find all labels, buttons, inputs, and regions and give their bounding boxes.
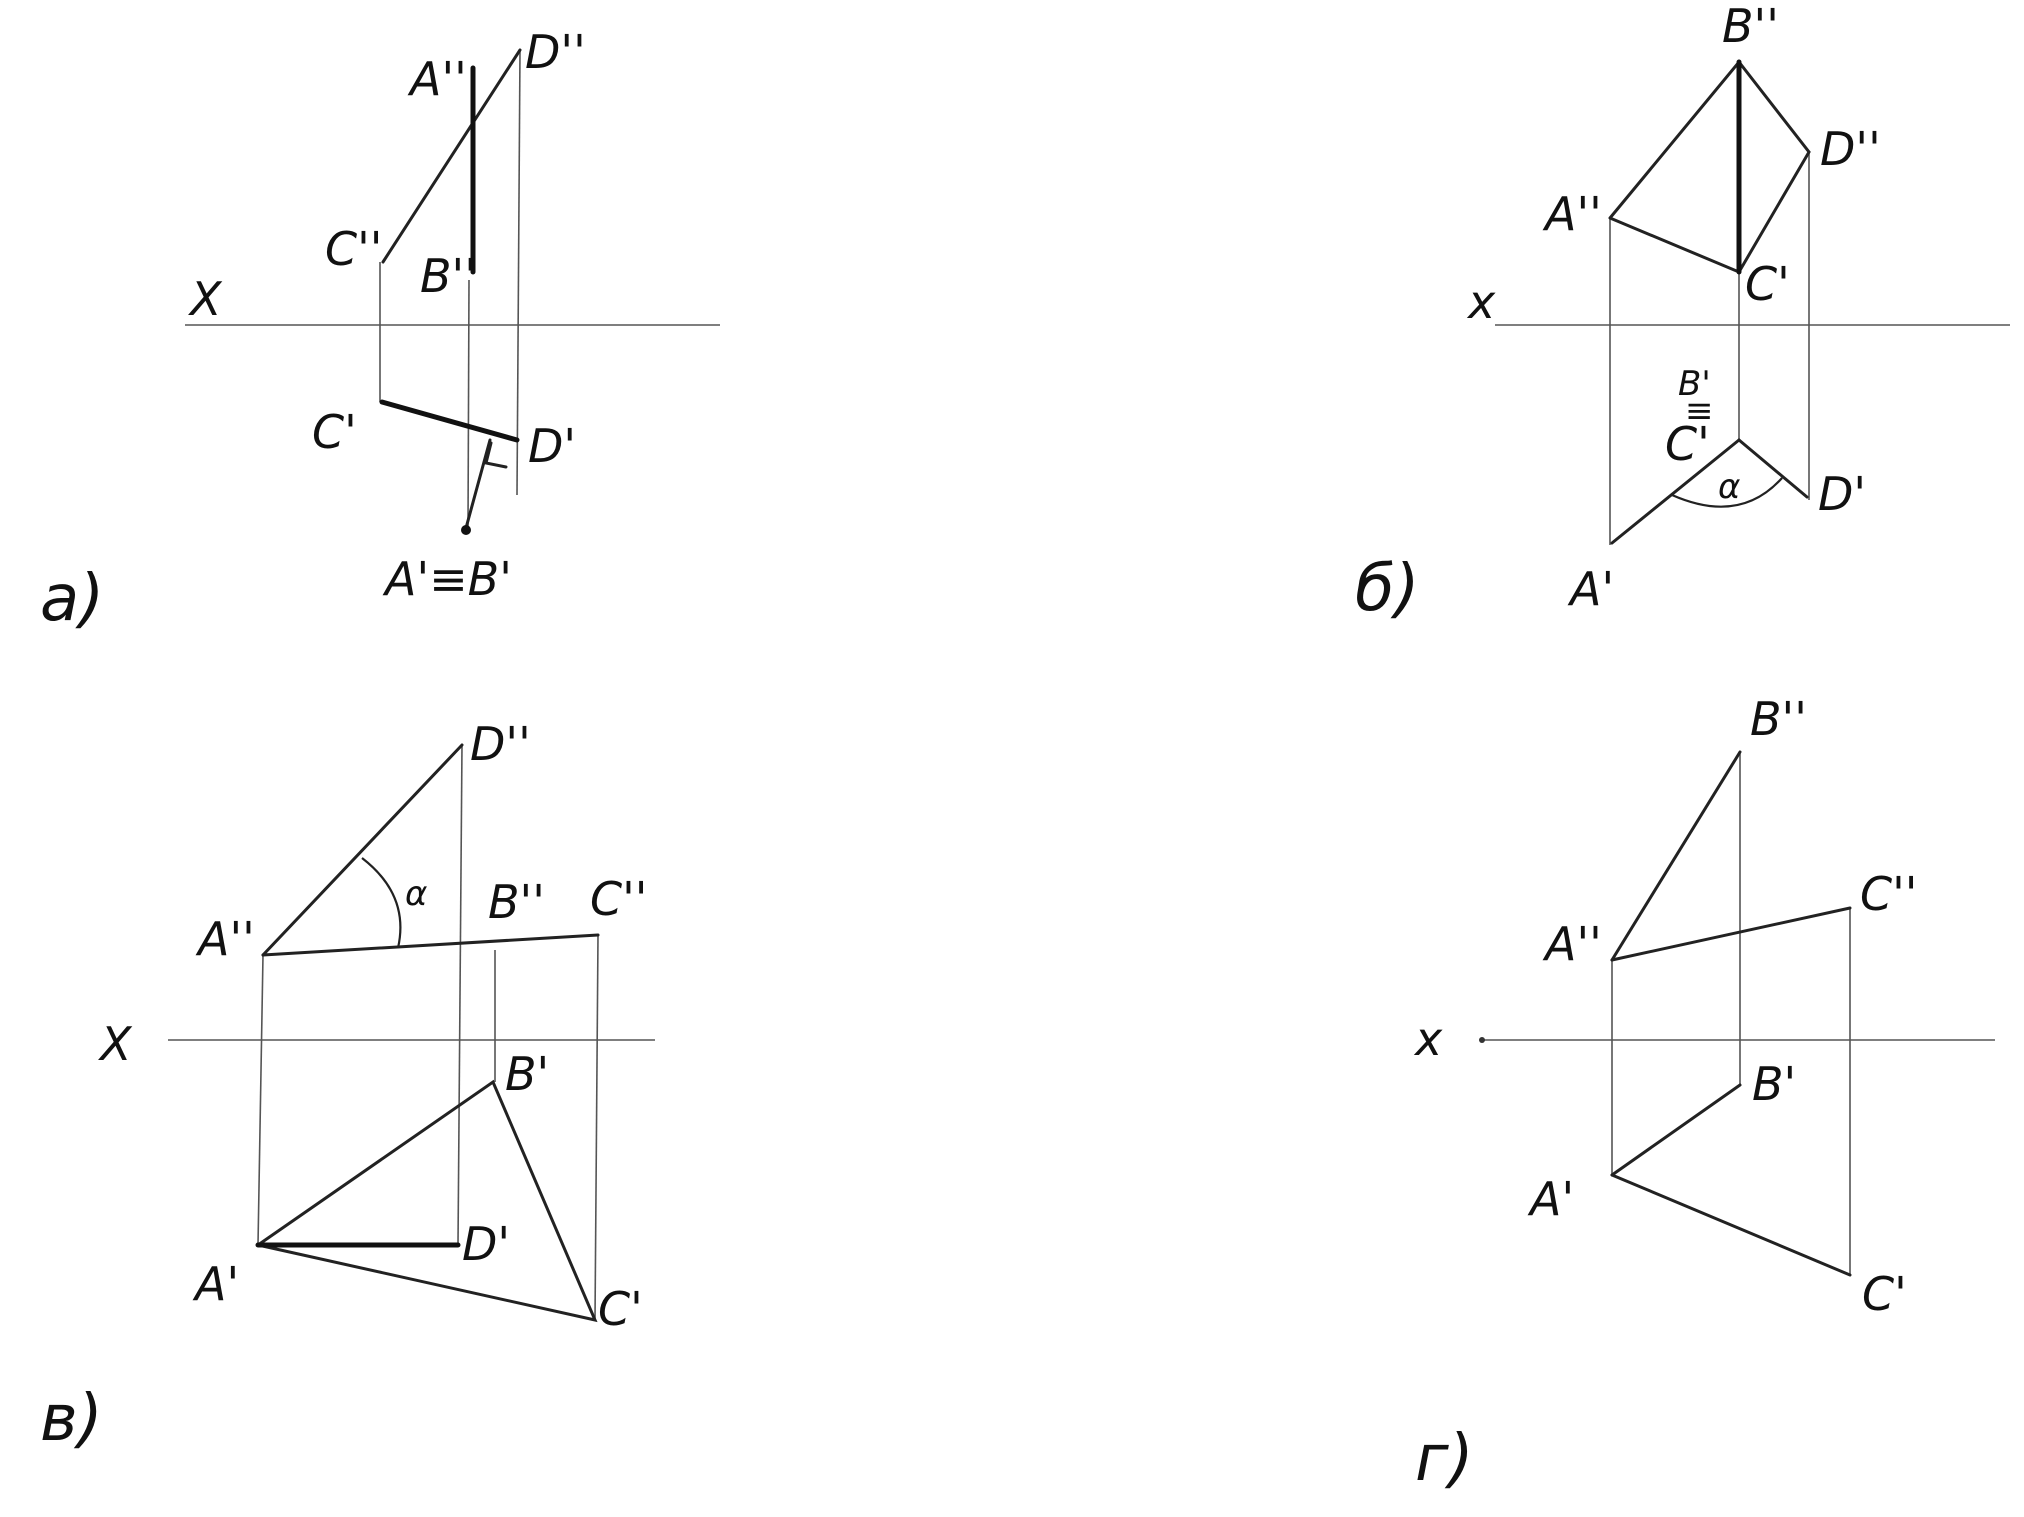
- point-ab1: [461, 525, 471, 535]
- label-d2: D'': [470, 717, 531, 771]
- segment-a1-bc1: [1610, 438, 1741, 545]
- x-label-b: x: [1466, 275, 1496, 329]
- label-b2: B'': [488, 875, 545, 929]
- polygon-a2-b2-d2-c2: [1608, 59, 1811, 274]
- segment-c2-d2: [381, 48, 522, 264]
- segment-a1-c1: [1610, 1173, 1852, 1277]
- label-d1: D': [528, 419, 576, 473]
- segment-a2-c2: [261, 933, 600, 957]
- label-c1: C': [598, 1282, 643, 1336]
- x-label-a: X: [188, 272, 223, 326]
- projection-line-d: [516, 49, 521, 496]
- label-a1: A': [1567, 562, 1614, 616]
- label-d1: D': [462, 1217, 510, 1271]
- label-a2: A'': [1542, 917, 1602, 971]
- label-c1: C': [1862, 1267, 1907, 1321]
- triangle-a1-b1-c1: [256, 1079, 598, 1323]
- segment-bc1-d1: [1737, 438, 1809, 499]
- label-c1: C': [312, 405, 357, 459]
- angle-arc-b: [1671, 477, 1783, 508]
- projection-line-a: [257, 954, 264, 1246]
- label-d1: D': [1818, 467, 1866, 521]
- label-ab1: A'≡B': [382, 552, 512, 606]
- label-c1: C': [1665, 417, 1710, 471]
- x-axis-d-dot: [1479, 1037, 1485, 1043]
- label-a1: A': [1527, 1172, 1574, 1226]
- label-a2: A'': [195, 912, 255, 966]
- label-c2: C'': [1860, 867, 1917, 921]
- label-a2: A'': [407, 52, 467, 106]
- segment-a2-d2: [261, 743, 464, 957]
- label-b1: B': [505, 1047, 549, 1101]
- caption-b: б): [1355, 552, 1419, 626]
- figure-c: α D'' A'' B'' C'' B' A' D' C' X в): [40, 717, 655, 1456]
- alpha-label-c: α: [405, 874, 427, 914]
- label-b1: B': [1752, 1057, 1796, 1111]
- right-angle-mark-a: [484, 441, 508, 469]
- segment-a2-c2: [1610, 906, 1852, 962]
- angle-arc-c: [361, 857, 402, 949]
- segment-a1-b1: [1610, 1083, 1742, 1177]
- projection-line-d: [457, 744, 463, 1246]
- label-equiv: ≡: [1685, 391, 1714, 431]
- x-label-d: x: [1413, 1012, 1443, 1066]
- label-c2: C'': [590, 872, 647, 926]
- caption-c: в): [40, 1382, 103, 1456]
- x-label-c: X: [98, 1017, 133, 1071]
- label-b2: B'': [1750, 692, 1807, 746]
- label-b2: B'': [420, 249, 477, 303]
- projection-line-ab: [467, 279, 470, 531]
- figure-a: A'' D'' C'' B'' C' D' A'≡B' X а): [40, 25, 720, 636]
- label-d2: D'': [525, 25, 586, 79]
- label-c2: C'': [325, 222, 382, 276]
- label-d2: D'': [1820, 122, 1881, 176]
- figure-b: α B'' D'' A'' C' B' ≡ C' D' A' x б): [1355, 0, 2010, 626]
- label-b2: B'': [1722, 0, 1779, 53]
- caption-d: г): [1415, 1422, 1474, 1496]
- segment-ab1-d1: [464, 438, 492, 530]
- label-c2: C': [1745, 257, 1790, 311]
- projection-line-c: [594, 934, 599, 1321]
- label-a1: A': [192, 1257, 239, 1311]
- segment-a2-b2: [1610, 750, 1742, 962]
- segment-c1-d1: [379, 399, 520, 443]
- figure-d: B'' A'' C'' B' A' C' x г): [1413, 692, 1995, 1496]
- caption-a: а): [40, 562, 104, 636]
- alpha-label-b: α: [1718, 467, 1740, 507]
- label-a2: A'': [1542, 187, 1602, 241]
- label-b1: B': [1678, 364, 1711, 404]
